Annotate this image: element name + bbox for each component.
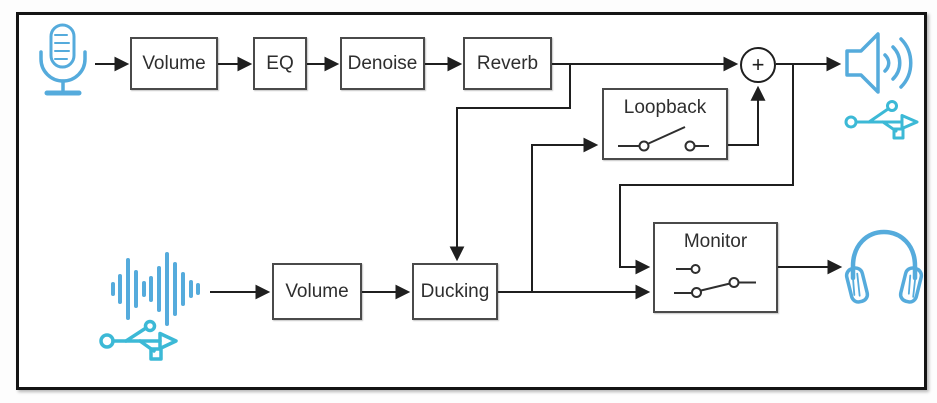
- sum-symbol: +: [751, 52, 765, 77]
- usb-output-icon: [844, 100, 919, 140]
- block-eq: EQ: [253, 37, 307, 90]
- block-ducking: Ducking: [412, 263, 498, 320]
- block-mic-volume: Volume: [130, 37, 218, 90]
- block-label: Volume: [285, 280, 349, 302]
- block-denoise: Denoise: [340, 37, 425, 90]
- block-loopback: Loopback: [602, 88, 728, 160]
- microphone-icon: [39, 23, 87, 96]
- block-label: EQ: [266, 52, 294, 74]
- block-monitor: Monitor: [653, 222, 778, 313]
- speaker-icon: [845, 32, 913, 94]
- block-usb-volume: Volume: [272, 263, 362, 320]
- headphones-icon: [844, 229, 924, 304]
- sum-node-icon: +: [740, 47, 776, 83]
- block-label: Monitor: [683, 231, 748, 252]
- block-label: Denoise: [347, 52, 418, 74]
- block-label: Reverb: [476, 52, 539, 74]
- block-label: Volume: [142, 52, 206, 74]
- block-label: Ducking: [420, 280, 490, 302]
- waveform-icon: [111, 252, 200, 326]
- block-label: Loopback: [623, 97, 707, 118]
- block-reverb: Reverb: [463, 37, 552, 90]
- usb-input-icon: [99, 319, 178, 361]
